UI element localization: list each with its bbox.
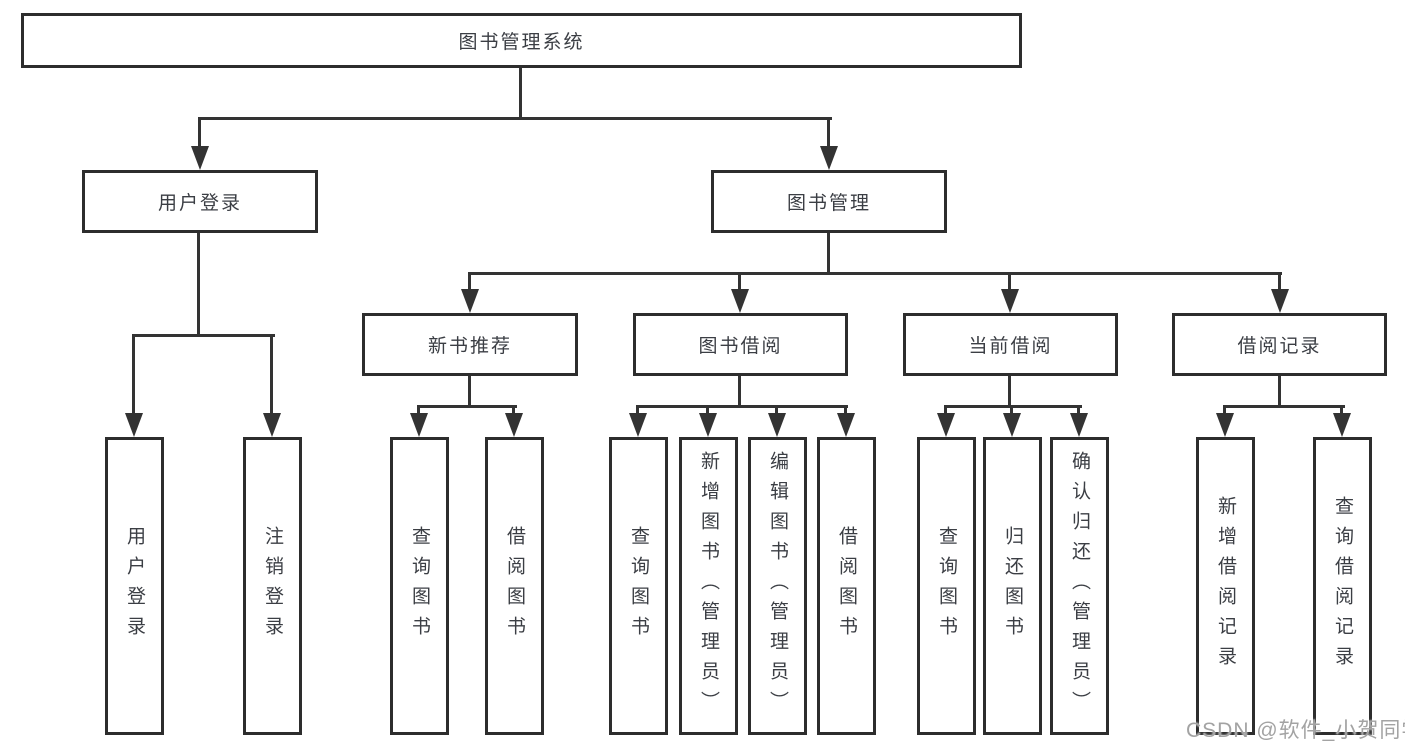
node-label: 查询借阅记录	[1332, 496, 1353, 676]
connector-line	[468, 272, 471, 293]
node-borrow-records: 借阅记录	[1172, 313, 1387, 376]
connector-line	[512, 405, 515, 417]
leaf-logout: 注销登录	[243, 437, 302, 735]
arrowhead-icon	[191, 146, 209, 170]
connector-line	[1008, 374, 1011, 408]
node-root-library-system: 图书管理系统	[21, 13, 1022, 68]
arrowhead-icon	[820, 146, 838, 170]
arrowhead-icon	[1003, 413, 1021, 437]
leaf-newrec-query-books: 查询图书	[390, 437, 449, 735]
connector-line	[132, 334, 135, 416]
arrowhead-icon	[461, 289, 479, 313]
node-label: 新增图书（管理员）	[698, 451, 719, 721]
node-label: 借阅记录	[1237, 336, 1322, 357]
connector-line	[468, 272, 1282, 275]
node-user-login: 用户登录	[82, 170, 318, 233]
arrowhead-icon	[1216, 413, 1234, 437]
connector-line	[1008, 272, 1011, 293]
node-label: 图书管理	[786, 193, 871, 214]
arrowhead-icon	[1001, 289, 1019, 313]
arrowhead-icon	[1070, 413, 1088, 437]
node-label: 图书管理系统	[458, 32, 585, 53]
connector-line	[417, 405, 517, 408]
connector-line	[944, 405, 947, 417]
node-new-book-recommend: 新书推荐	[362, 313, 578, 376]
connector-line	[775, 405, 778, 417]
leaf-newrec-borrow-books: 借阅图书	[485, 437, 544, 735]
arrowhead-icon	[125, 413, 143, 437]
connector-line	[944, 405, 1082, 408]
node-book-borrow: 图书借阅	[633, 313, 848, 376]
leaf-records-query-record: 查询借阅记录	[1313, 437, 1372, 735]
leaf-current-return-books: 归还图书	[983, 437, 1042, 735]
connector-line	[844, 405, 847, 417]
connector-line	[1077, 405, 1080, 417]
arrowhead-icon	[505, 413, 523, 437]
arrowhead-icon	[937, 413, 955, 437]
node-label: 归还图书	[1002, 526, 1023, 646]
connector-line	[198, 117, 832, 120]
node-label: 新增借阅记录	[1215, 496, 1236, 676]
leaf-current-confirm-return-admin: 确认归还（管理员）	[1050, 437, 1109, 735]
watermark: CSDN @软件_小贺同学	[1186, 719, 1405, 742]
node-label: 注销登录	[262, 526, 283, 646]
node-label: 图书借阅	[698, 336, 783, 357]
arrowhead-icon	[263, 413, 281, 437]
connector-line	[827, 231, 830, 275]
leaf-borrow-edit-books-admin: 编辑图书（管理员）	[748, 437, 807, 735]
arrowhead-icon	[699, 413, 717, 437]
node-label: 当前借阅	[968, 336, 1053, 357]
arrowhead-icon	[1333, 413, 1351, 437]
arrowhead-icon	[410, 413, 428, 437]
connector-line	[197, 231, 200, 337]
connector-line	[198, 117, 201, 150]
connector-line	[1340, 405, 1343, 417]
node-current-borrow: 当前借阅	[903, 313, 1118, 376]
node-label: 查询图书	[409, 526, 430, 646]
connector-line	[270, 334, 273, 416]
node-label: 新书推荐	[427, 336, 512, 357]
node-label: 查询图书	[936, 526, 957, 646]
node-label: 查询图书	[628, 526, 649, 646]
connector-line	[1010, 405, 1013, 417]
connector-line	[133, 334, 275, 337]
leaf-records-add-record: 新增借阅记录	[1196, 437, 1255, 735]
arrowhead-icon	[731, 289, 749, 313]
arrowhead-icon	[629, 413, 647, 437]
arrowhead-icon	[1271, 289, 1289, 313]
node-label: 确认归还（管理员）	[1069, 451, 1090, 721]
arrowhead-icon	[768, 413, 786, 437]
node-label: 用户登录	[157, 193, 242, 214]
connector-line	[1223, 405, 1345, 408]
node-label: 用户登录	[124, 526, 145, 646]
connector-line	[738, 272, 741, 293]
connector-line	[636, 405, 848, 408]
arrowhead-icon	[837, 413, 855, 437]
node-book-management: 图书管理	[711, 170, 947, 233]
connector-line	[1278, 374, 1281, 408]
connector-line	[1223, 405, 1226, 417]
connector-line	[706, 405, 709, 417]
leaf-current-query-books: 查询图书	[917, 437, 976, 735]
connector-line	[1278, 272, 1281, 293]
node-label: 借阅图书	[504, 526, 525, 646]
leaf-borrow-borrow-books: 借阅图书	[817, 437, 876, 735]
connector-line	[738, 374, 741, 408]
leaf-borrow-add-books-admin: 新增图书（管理员）	[679, 437, 738, 735]
connector-line	[468, 374, 471, 408]
node-label: 借阅图书	[836, 526, 857, 646]
connector-line	[827, 117, 830, 150]
connector-line	[519, 66, 522, 120]
connector-line	[417, 405, 420, 417]
leaf-user-login: 用户登录	[105, 437, 164, 735]
connector-line	[636, 405, 639, 417]
leaf-borrow-query-books: 查询图书	[609, 437, 668, 735]
node-label: 编辑图书（管理员）	[767, 451, 788, 721]
